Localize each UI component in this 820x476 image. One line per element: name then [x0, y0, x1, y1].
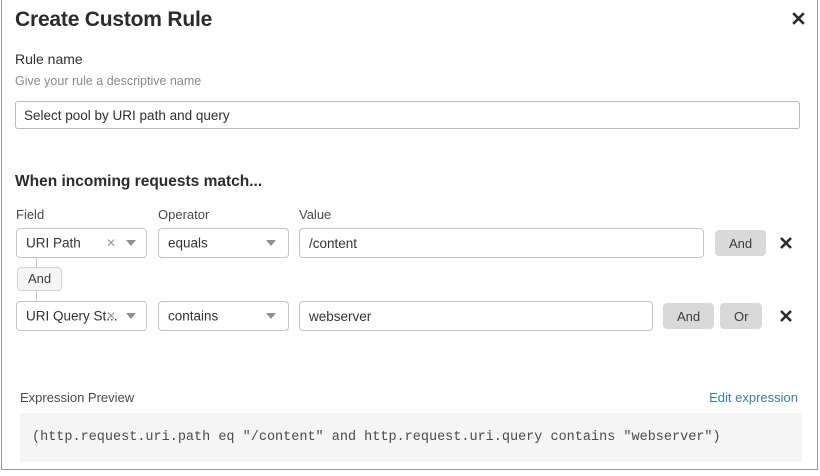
expression-preview-text: (http.request.uri.path eq "/content" and… [32, 430, 721, 445]
condition-connector-and[interactable]: And [17, 267, 63, 291]
operator-select-value-row1: equals [168, 235, 208, 251]
chevron-down-icon [266, 313, 276, 319]
operator-select-row2[interactable]: contains [158, 301, 289, 331]
close-icon[interactable] [787, 7, 809, 29]
column-header-operator: Operator [158, 207, 210, 222]
rule-name-input[interactable] [15, 101, 800, 129]
chevron-down-icon [126, 313, 136, 319]
and-button-row1[interactable]: And [715, 230, 767, 256]
field-select-value-row1: URI Path [26, 235, 81, 251]
rule-name-help-text: Give your rule a descriptive name [15, 74, 202, 88]
field-select-row1[interactable]: URI Path ✕ [16, 228, 147, 258]
or-button-row2[interactable]: Or [720, 303, 763, 329]
value-input-row1[interactable] [299, 228, 704, 258]
and-button-row2[interactable]: And [663, 303, 715, 329]
column-header-field: Field [16, 207, 45, 222]
clear-icon[interactable]: ✕ [105, 236, 116, 250]
column-header-value: Value [299, 207, 332, 222]
edit-expression-link[interactable]: Edit expression [709, 390, 798, 405]
rule-name-label: Rule name [15, 51, 83, 67]
delete-icon[interactable] [777, 234, 795, 252]
expression-preview-box: (http.request.uri.path eq "/content" and… [20, 413, 802, 462]
chevron-down-icon [126, 240, 136, 246]
value-input-row2[interactable] [299, 301, 653, 331]
chevron-down-icon [266, 240, 276, 246]
operator-select-row1[interactable]: equals [158, 228, 289, 258]
dialog-title: Create Custom Rule [15, 8, 213, 31]
match-section-title: When incoming requests match... [15, 173, 263, 190]
clear-icon[interactable]: ✕ [105, 309, 116, 323]
field-select-value-row2: URI Query St... [26, 308, 118, 324]
expression-preview-label: Expression Preview [20, 390, 135, 405]
field-select-row2[interactable]: URI Query St... ✕ [16, 301, 147, 331]
operator-select-value-row2: contains [168, 308, 219, 324]
delete-icon[interactable] [777, 307, 795, 325]
